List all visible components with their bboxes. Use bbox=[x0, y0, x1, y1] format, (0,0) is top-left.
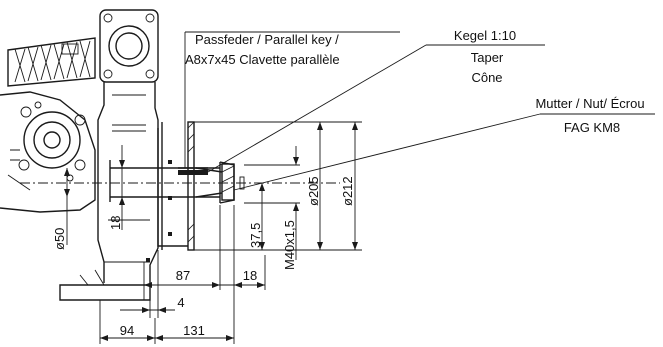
taper-label-line2: Taper bbox=[471, 50, 504, 65]
taper-label-line3: Cône bbox=[471, 70, 502, 85]
dim-94: 94 bbox=[120, 323, 134, 338]
dim-87: 87 bbox=[176, 268, 190, 283]
vertical-column bbox=[97, 9, 159, 283]
nut-label-line2: FAG KM8 bbox=[564, 120, 620, 135]
key-label-line2: A8x7x45 Clavette parallèle bbox=[185, 52, 340, 67]
dim-flange-diameter: ø212 bbox=[340, 176, 355, 206]
dim-18-vertical: 18 bbox=[108, 216, 123, 230]
dim-shaft-diameter: ø50 bbox=[52, 228, 67, 250]
callout-leaders bbox=[184, 31, 655, 191]
key-label-line1: Passfeder / Parallel key / bbox=[195, 32, 339, 47]
dim-37-5: 37,5 bbox=[248, 223, 263, 248]
dim-131: 131 bbox=[183, 323, 205, 338]
base-foot bbox=[59, 269, 151, 301]
motor-housing-left bbox=[0, 91, 96, 213]
dim-18-horizontal: 18 bbox=[243, 268, 257, 283]
shaft bbox=[20, 160, 340, 204]
taper-label-line1: Kegel 1:10 bbox=[454, 28, 516, 43]
dim-4: 4 bbox=[177, 295, 184, 310]
dimension-lines bbox=[64, 121, 362, 344]
cooler-fins bbox=[7, 37, 96, 87]
dim-thread: M40x1,5 bbox=[282, 220, 297, 270]
dim-hub-diameter: ø205 bbox=[306, 176, 321, 206]
nut-label-line1: Mutter / Nut/ Écrou bbox=[535, 96, 644, 111]
